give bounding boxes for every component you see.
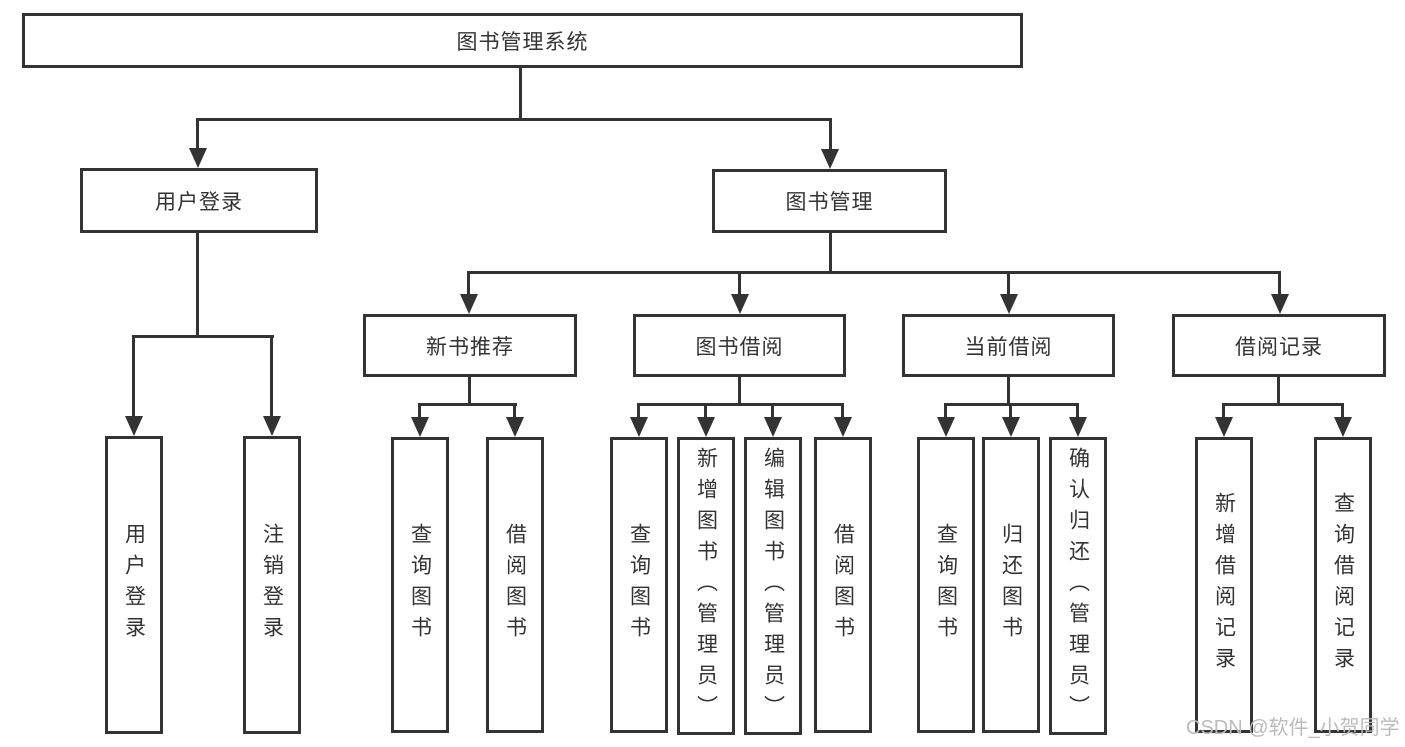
leaf-borrow-add: 新增图书（管理员） (677, 437, 735, 735)
connector-leaf-stem (1341, 403, 1344, 419)
connector-user-login-stem (196, 233, 199, 338)
arrow-down-icon (1000, 294, 1018, 314)
connector-leaf-stem (513, 403, 516, 419)
connector-leaf-stem (1076, 403, 1079, 419)
node-user-login: 用户登录 (80, 168, 318, 233)
leaf-borrow-query: 查询图书 (610, 437, 668, 733)
leaf-newbooks-borrow: 借阅图书 (486, 437, 544, 733)
arrow-down-icon (460, 294, 478, 314)
arrow-down-icon (937, 417, 955, 437)
connector-new-books-stem (468, 377, 471, 406)
connector-book-borrow-stem (738, 377, 741, 406)
connector-new-books-split (418, 403, 517, 406)
node-current-borrow: 当前借阅 (902, 314, 1115, 377)
node-current-borrow-label: 当前借阅 (964, 335, 1053, 359)
connector-root-split (197, 118, 832, 121)
leaf-records-query: 查询借阅记录 (1314, 437, 1372, 733)
node-root-label: 图书管理系统 (456, 30, 589, 54)
connector-borrow-records-stem (1277, 377, 1280, 406)
leaf-user-login: 用户登录 (105, 436, 163, 734)
connector-to-current-borrow (1007, 271, 1010, 296)
node-book-mgmt-label: 图书管理 (785, 191, 874, 214)
leaf-logout-label: 注销登录 (260, 523, 284, 647)
leaf-current-query: 查询图书 (917, 437, 975, 733)
node-new-books: 新书推荐 (363, 314, 577, 377)
leaf-records-add: 新增借阅记录 (1195, 437, 1253, 733)
connector-root-stem (519, 68, 522, 121)
connector-to-book-mgmt (829, 118, 832, 150)
leaf-borrow-edit: 编辑图书（管理员） (744, 437, 802, 735)
leaf-borrow-borrow-label: 借阅图书 (831, 523, 855, 647)
node-book-borrow-label: 图书借阅 (695, 335, 784, 359)
leaf-current-return-label: 归还图书 (999, 523, 1023, 647)
leaf-borrow-query-label: 查询图书 (627, 523, 651, 647)
arrow-down-icon (189, 148, 207, 168)
connector-leaf-stem (418, 403, 421, 419)
arrow-down-icon (731, 294, 749, 314)
node-user-login-label: 用户登录 (155, 190, 243, 214)
arrow-down-icon (764, 417, 782, 437)
connector-leaf-stem (637, 403, 640, 419)
node-new-books-label: 新书推荐 (426, 335, 514, 359)
connector-to-book-borrow (738, 271, 741, 296)
leaf-logout: 注销登录 (243, 436, 301, 734)
connector-book-borrow-split (637, 403, 844, 406)
leaf-current-confirm-label: 确认归还（管理员） (1066, 446, 1090, 726)
node-borrow-records-label: 借阅记录 (1235, 335, 1323, 359)
connector-leaf-stem (771, 403, 774, 419)
leaf-newbooks-borrow-label: 借阅图书 (503, 523, 527, 647)
leaf-borrow-borrow: 借阅图书 (814, 437, 872, 733)
arrow-down-icon (1334, 417, 1352, 437)
arrow-down-icon (697, 417, 715, 437)
leaf-records-query-label: 查询借阅记录 (1331, 492, 1355, 678)
connector-leaf-stem (1222, 403, 1225, 419)
arrow-down-icon (1215, 417, 1233, 437)
connector-to-new-books (467, 271, 470, 296)
arrow-down-icon (834, 417, 852, 437)
connector-leaf-stem (944, 403, 947, 419)
arrow-down-icon (1271, 294, 1289, 314)
leaf-current-query-label: 查询图书 (934, 523, 958, 647)
arrow-down-icon (506, 417, 524, 437)
leaf-newbooks-query-label: 查询图书 (408, 523, 432, 647)
leaf-user-login-label: 用户登录 (122, 523, 146, 647)
node-root: 图书管理系统 (22, 13, 1023, 68)
arrow-down-icon (125, 416, 143, 436)
leaf-records-add-label: 新增借阅记录 (1212, 492, 1236, 678)
connector-book-mgmt-split (468, 271, 1281, 274)
leaf-current-confirm: 确认归还（管理员） (1049, 437, 1107, 735)
arrow-down-icon (630, 417, 648, 437)
connector-to-leaf-logout (270, 335, 273, 419)
node-book-mgmt: 图书管理 (712, 169, 947, 233)
arrow-down-icon (1069, 417, 1087, 437)
leaf-borrow-edit-label: 编辑图书（管理员） (761, 446, 785, 726)
leaf-current-return: 归还图书 (982, 437, 1040, 733)
connector-leaf-stem (841, 403, 844, 419)
leaf-borrow-add-label: 新增图书（管理员） (694, 446, 718, 726)
connector-leaf-stem (704, 403, 707, 419)
arrow-down-icon (263, 416, 281, 436)
connector-leaf-stem (1009, 403, 1012, 419)
node-book-borrow: 图书借阅 (633, 314, 846, 377)
node-borrow-records: 借阅记录 (1172, 314, 1386, 377)
csdn-watermark: CSDN @软件_小贺同学 (1186, 717, 1400, 739)
connector-to-borrow-records (1278, 271, 1281, 296)
connector-book-mgmt-stem (829, 233, 832, 274)
connector-borrow-records-split (1222, 403, 1344, 406)
arrow-down-icon (411, 417, 429, 437)
connector-to-leaf-login (132, 335, 135, 419)
connector-current-borrow-stem (1007, 377, 1010, 406)
arrow-down-icon (821, 149, 839, 169)
connector-user-login-split (132, 335, 274, 338)
arrow-down-icon (1002, 417, 1020, 437)
connector-to-user-login (196, 118, 199, 150)
leaf-newbooks-query: 查询图书 (391, 437, 449, 733)
